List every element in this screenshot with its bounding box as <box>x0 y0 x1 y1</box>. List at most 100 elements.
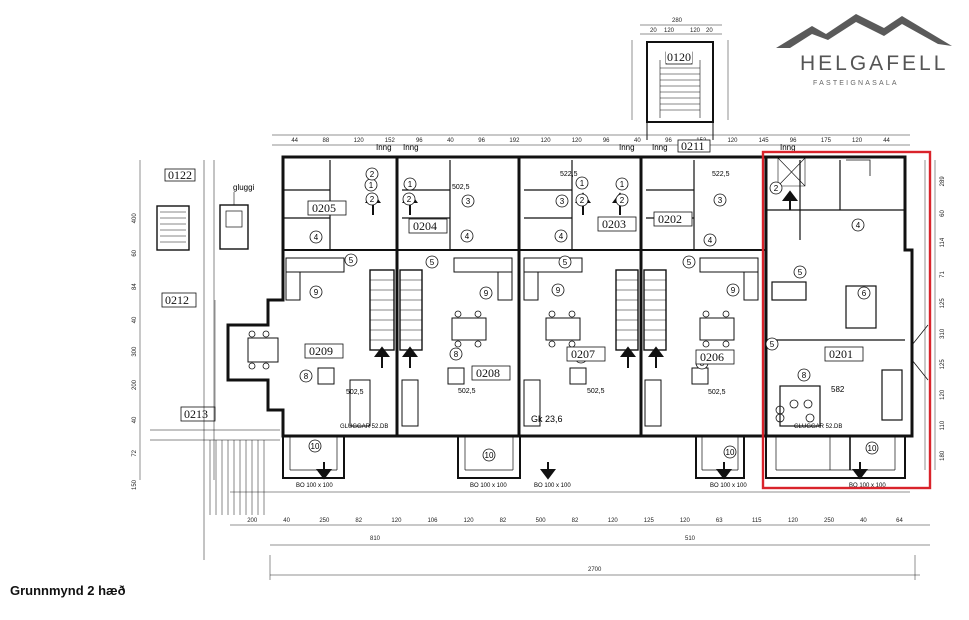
dim-top-16: 96 <box>790 138 797 144</box>
marker-number: 10 <box>868 444 877 453</box>
dim-left-7: 72 <box>132 449 138 456</box>
unit-0204: 0204 <box>413 219 437 233</box>
dim-top-9: 120 <box>572 138 583 144</box>
marker-number: 2 <box>774 184 779 193</box>
top-dimension-lines <box>272 134 910 146</box>
dim-left-5: 200 <box>132 379 138 390</box>
dim-top-small-2: 120 <box>664 28 675 34</box>
dim-right-3: 71 <box>940 271 946 278</box>
dim-top-15: 145 <box>759 138 770 144</box>
marker-number: 8 <box>454 350 459 359</box>
dim-bottom-11: 125 <box>644 518 655 524</box>
marker-circle <box>865 441 879 455</box>
marker-circle <box>615 193 629 207</box>
dim-bottom-3: 82 <box>355 518 362 524</box>
label-ceil-4: 502,5 <box>708 389 726 396</box>
label-inng-2: Inng <box>403 143 419 152</box>
dim-right-5: 310 <box>940 328 946 339</box>
marker-circle <box>309 230 323 244</box>
marker-circle <box>575 176 589 190</box>
unit-0201-highlight <box>761 150 932 490</box>
marker-number: 1 <box>408 180 413 189</box>
marker-number: 5 <box>770 340 775 349</box>
label-ceil-8: 502,5 <box>452 184 470 191</box>
dim-bottom-12: 120 <box>680 518 691 524</box>
marker-circle <box>308 439 322 453</box>
dim-top-5: 40 <box>447 138 454 144</box>
dim-right-1: 60 <box>940 210 946 217</box>
side-dimension-lines <box>139 160 936 480</box>
unit-0209: 0209 <box>309 344 333 358</box>
marker-circle <box>797 368 811 382</box>
label-gluggar-2: GLUGGAR 52.DB <box>794 424 842 430</box>
unit-0212: 0212 <box>165 293 189 307</box>
dim-right-2: 114 <box>940 237 946 247</box>
dim-top-4: 96 <box>416 138 423 144</box>
marker-number: 10 <box>311 442 320 451</box>
dim-right-7: 120 <box>940 389 946 400</box>
marker-number: 8 <box>304 372 309 381</box>
marker-circle <box>554 229 568 243</box>
dim-top-14: 120 <box>727 138 738 144</box>
unit-0213: 0213 <box>184 407 208 421</box>
dim-top-small-1: 20 <box>650 28 657 34</box>
marker-circle <box>857 286 871 300</box>
unit-labels: 0205 0204 0203 0202 0209 0208 0207 0206 … <box>304 50 864 381</box>
dim-bottom2-0: 810 <box>370 536 381 542</box>
marker-circle <box>793 265 807 279</box>
dim-right-8: 110 <box>940 420 946 430</box>
dim-top-18: 120 <box>852 138 863 144</box>
marker-circle <box>615 177 629 191</box>
dim-left-6: 40 <box>132 416 138 423</box>
floor-caption: Grunnmynd 2 hæð <box>10 583 126 598</box>
unit-0203: 0203 <box>602 217 626 231</box>
dim-left-2: 84 <box>132 283 138 290</box>
logo-tagline: FASTEIGNASALA <box>813 80 899 87</box>
marker-number: 4 <box>314 233 319 242</box>
dim-top-8: 120 <box>541 138 552 144</box>
label-inng-5: Inng <box>780 143 796 152</box>
unit-0211: 0211 <box>681 139 705 153</box>
dim-bottom-8: 500 <box>536 518 547 524</box>
marker-circle <box>365 167 379 181</box>
marker-number: 4 <box>559 232 564 241</box>
label-ceil-5: 522,5 <box>560 171 578 178</box>
marker-number: 6 <box>862 289 867 298</box>
marker-number: 5 <box>563 258 568 267</box>
dim-top-small: 280 <box>672 18 683 24</box>
dim-bottom-9: 82 <box>572 518 579 524</box>
label-ceil-3: 502,5 <box>587 388 605 395</box>
marker-number: 5 <box>349 256 354 265</box>
label-gk: Gk 23,6 <box>531 414 563 424</box>
marker-number: 8 <box>802 371 807 380</box>
label-inng-1: Inng <box>376 143 392 152</box>
marker-number: 2 <box>407 195 412 204</box>
unit-0206: 0206 <box>700 350 724 364</box>
marker-number: 10 <box>726 448 735 457</box>
marker-number: 10 <box>485 451 494 460</box>
marker-circle <box>461 194 475 208</box>
marker-circle <box>575 193 589 207</box>
dim-top-2: 120 <box>354 138 365 144</box>
dim-top-12: 96 <box>665 138 672 144</box>
dim-left-1: 60 <box>132 249 138 256</box>
dim-right-9: 180 <box>940 450 946 461</box>
marker-circle <box>555 194 569 208</box>
unit-0207: 0207 <box>571 347 595 361</box>
marker-number: 9 <box>484 289 489 298</box>
dim-bottom-15: 120 <box>788 518 799 524</box>
marker-circle <box>769 181 783 195</box>
marker-number: 3 <box>718 196 723 205</box>
label-inng-3: Inng <box>619 143 635 152</box>
marker-circle <box>726 283 740 297</box>
marker-circle <box>482 448 496 462</box>
marker-circle <box>402 192 416 206</box>
label-gluggar-1: GLUGGAR 52.DB <box>340 424 388 430</box>
marker-number: 5 <box>798 268 803 277</box>
label-ceil-2: 502,5 <box>458 388 476 395</box>
unit-0120: 0120 <box>667 50 691 64</box>
building-walls <box>226 155 929 479</box>
marker-number: 4 <box>465 232 470 241</box>
